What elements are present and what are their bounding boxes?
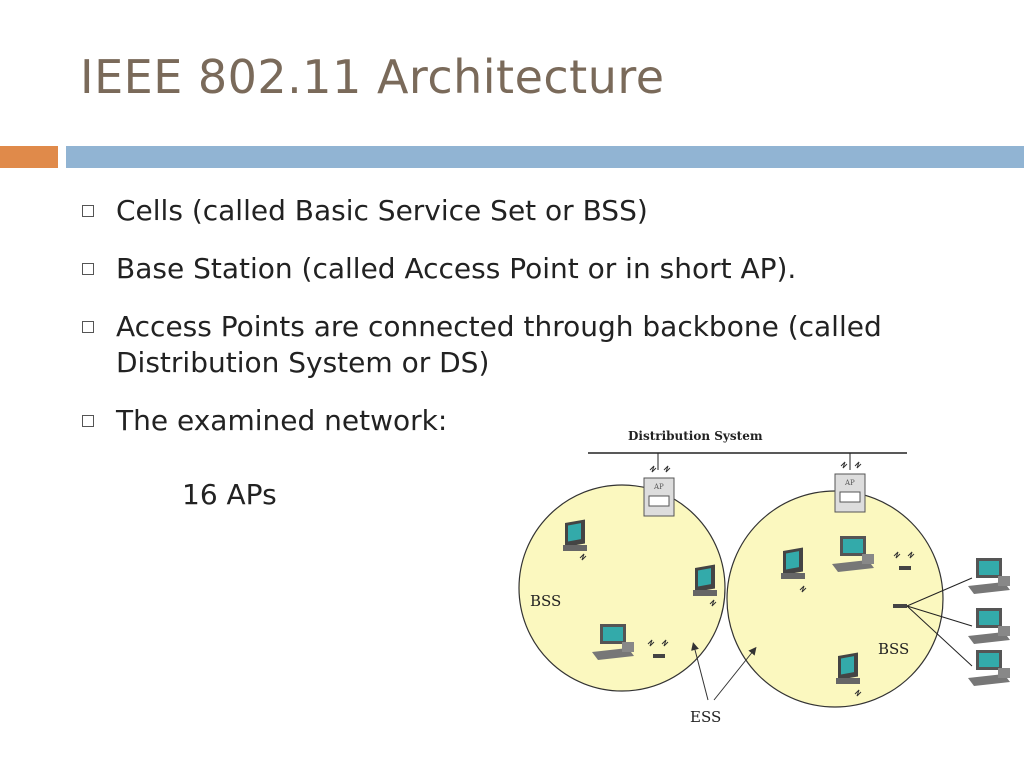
- bss-cell-left: [518, 484, 726, 692]
- network-diagram: Distribution System AP AP BSS BSS ESS: [518, 429, 1010, 726]
- bullet-text: Cells (called Basic Service Set or BSS): [116, 194, 648, 227]
- bullet-square-icon: [82, 263, 94, 275]
- desktop-icon: [968, 650, 1010, 686]
- laptop-icon: [693, 564, 717, 596]
- slide-title: IEEE 802.11 Architecture: [80, 50, 665, 104]
- title-rule-accent: [0, 146, 58, 168]
- bullet-list: Cells (called Basic Service Set or BSS) …: [82, 193, 902, 461]
- bss-label-right: BSS: [878, 640, 909, 658]
- bss-label-left: BSS: [530, 592, 561, 610]
- desktop-icon: [968, 558, 1010, 594]
- bullet-item: Access Points are connected through back…: [82, 309, 916, 381]
- ap-label: AP: [844, 479, 855, 487]
- title-rule-bar: [66, 146, 1024, 168]
- bullet-item: The examined network:: [82, 403, 902, 439]
- bullet-square-icon: [82, 205, 94, 217]
- ap-label: AP: [653, 483, 664, 491]
- bullet-square-icon: [82, 415, 94, 427]
- bullet-item: Base Station (called Access Point or in …: [82, 251, 902, 287]
- laptop-icon: [836, 652, 860, 684]
- bullet-text: Base Station (called Access Point or in …: [116, 252, 797, 285]
- access-point-icon: AP: [834, 473, 866, 513]
- bullet-item: Cells (called Basic Service Set or BSS): [82, 193, 902, 229]
- ds-label: Distribution System: [628, 429, 763, 443]
- access-point-icon: AP: [643, 477, 675, 517]
- bridge-icon: [893, 604, 907, 608]
- bullet-text: Access Points are connected through back…: [116, 310, 882, 379]
- ess-label: ESS: [690, 708, 721, 726]
- bullet-square-icon: [82, 321, 94, 333]
- laptop-icon: [563, 519, 587, 551]
- bss-cell-right: [726, 490, 944, 708]
- laptop-icon: [781, 547, 805, 579]
- bullet-text: The examined network:: [116, 404, 448, 437]
- sub-item: 16 APs: [182, 478, 277, 511]
- desktop-icon: [968, 608, 1010, 644]
